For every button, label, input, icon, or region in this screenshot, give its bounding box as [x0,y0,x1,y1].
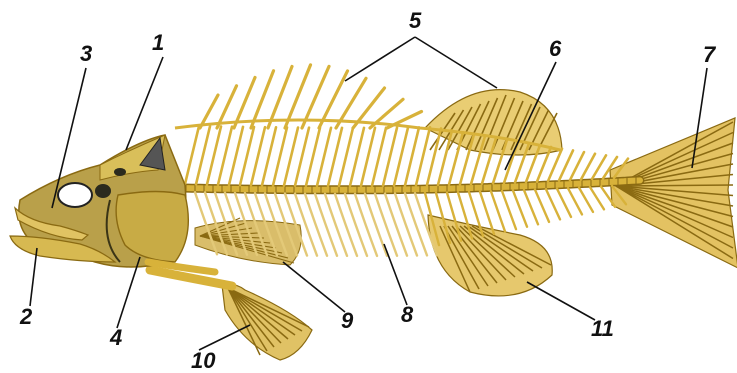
haemal-spine [590,187,604,209]
fins-group [150,65,737,360]
pelvic-girdle [150,270,232,286]
skull-foramen [114,168,126,176]
leader-line [126,57,163,150]
leader-line [415,37,497,88]
haemal-spine [491,191,505,231]
label-1: 1 [152,32,164,54]
haemal-spine [568,188,582,214]
haemal-spine [579,188,593,212]
rib [325,194,347,256]
eye-orbit [58,183,92,207]
skull-foramen [95,184,111,198]
rib [405,193,427,255]
haemal-spine [535,190,549,222]
label-4: 4 [110,327,122,349]
leader-line [30,248,37,306]
leader-line [527,282,595,320]
leader-line [345,37,415,81]
label-3: 3 [80,43,92,65]
rib [355,194,377,256]
label-5: 5 [409,10,421,32]
rib [385,194,407,256]
rib [305,194,327,256]
label-10: 10 [191,350,215,372]
label-6: 6 [549,38,561,60]
haemal-spine [502,191,516,229]
rib [395,194,417,256]
haemal-spine [524,190,538,224]
haemal-spine [557,189,571,217]
label-9: 9 [341,310,353,332]
rib [345,194,367,256]
haemal-spine [513,191,527,227]
label-7: 7 [703,44,715,66]
leader-line [283,262,345,312]
rib [315,194,337,256]
skull-group [10,135,215,272]
rib [335,194,357,256]
label-11: 11 [591,318,614,340]
haemal-spine [546,189,560,219]
label-2: 2 [20,306,32,328]
rib [375,194,397,256]
rib [365,194,387,256]
leader-line [199,325,250,350]
label-8: 8 [401,304,413,326]
